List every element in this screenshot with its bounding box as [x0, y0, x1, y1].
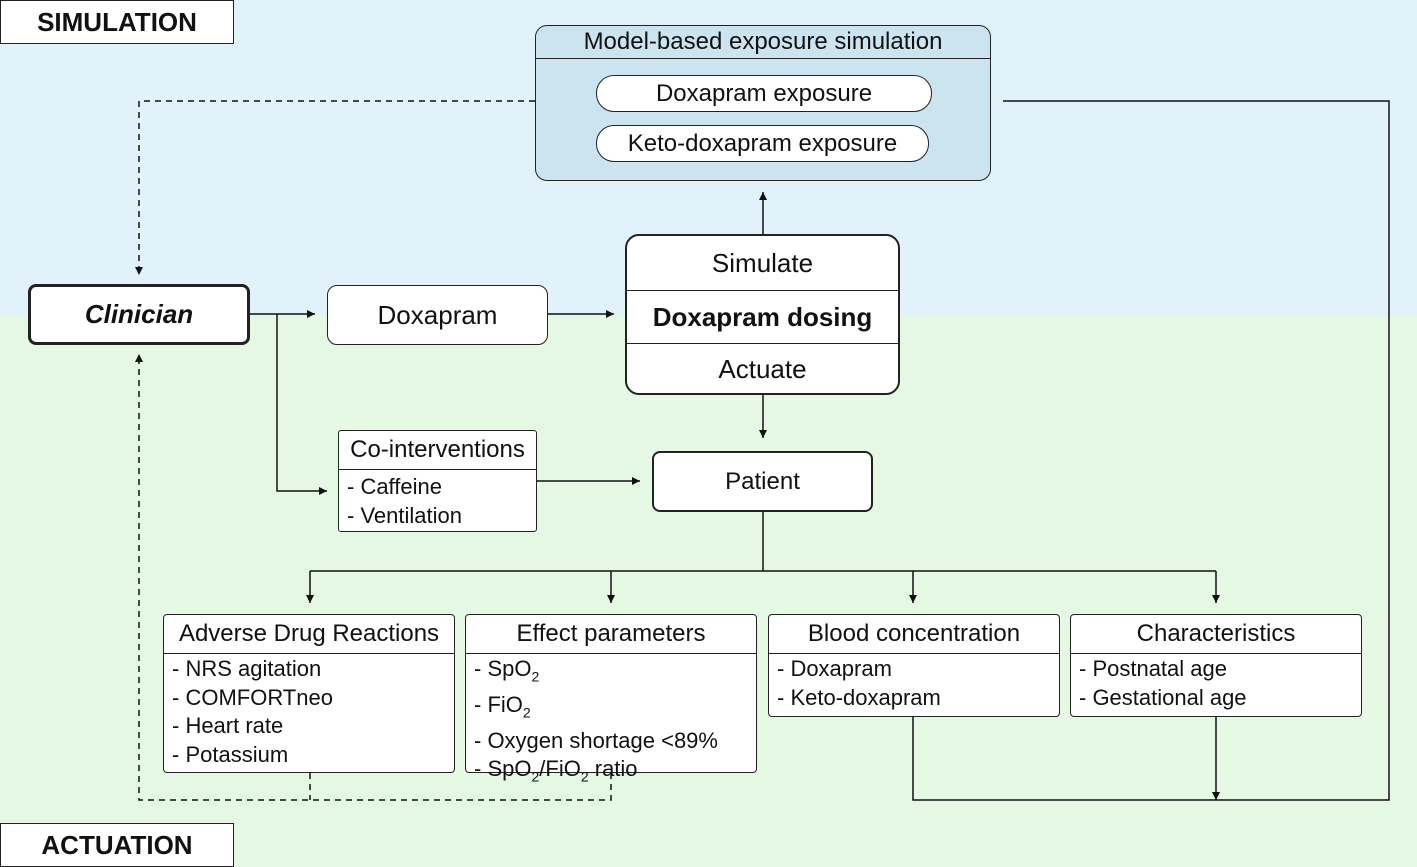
adverse-reactions-title: Adverse Drug Reactions [164, 615, 454, 654]
dashed-arrow-simulation-to-clinician [135, 100, 535, 275]
effect-item-spo2-text: - SpO [474, 656, 532, 681]
subscript: 2 [580, 768, 589, 785]
effect-item-fio2: - FiO2 [466, 691, 756, 727]
blood-item: - Keto-doxapram [777, 684, 941, 710]
dosing-title: Doxapram dosing [627, 290, 898, 344]
patient-box: Patient [652, 451, 873, 512]
clinician-label: Clinician [84, 299, 194, 329]
subscript: 2 [531, 768, 540, 785]
co-intervention-caffeine: - Caffeine [347, 474, 442, 499]
characteristics-item: - Postnatal age [1079, 656, 1227, 681]
adverse-item: - Potassium [172, 741, 289, 767]
characteristics-title: Characteristics [1071, 615, 1361, 654]
blood-item: - Doxapram [777, 656, 892, 681]
adverse-reactions-box: Adverse Drug Reactions - NRS agitation -… [163, 614, 455, 773]
co-interventions-box: Co-interventions - Caffeine - Ventilatio… [338, 430, 537, 532]
effect-item-oxygen-shortage: - Oxygen shortage <89% [474, 727, 718, 753]
simulation-zone-label: SIMULATION [0, 0, 234, 44]
adverse-item: - Heart rate [172, 713, 284, 738]
doxapram-box: Doxapram [327, 285, 548, 345]
doxapram-exposure-item: Doxapram exposure [596, 75, 932, 112]
subscript: 2 [531, 668, 540, 685]
arrow-clinician-to-cointerventions [276, 314, 327, 495]
characteristics-item: - Gestational age [1079, 684, 1247, 710]
dosing-simulate-label: Simulate [711, 247, 814, 278]
blood-concentration-title: Blood concentration [769, 615, 1059, 654]
dosing-actuate-label: Actuate [718, 353, 807, 384]
actuation-zone-label: ACTUATION [0, 823, 234, 867]
effect-item-ratio: - SpO2/FiO2 ratio [466, 755, 756, 791]
simulation-box-title: Model-based exposure simulation [536, 26, 990, 59]
adverse-item: - COMFORTneo [172, 684, 333, 710]
dosing-box: Simulate Doxapram dosing Actuate [625, 234, 900, 395]
dashed-arrow-outcomes-to-clinician [139, 354, 612, 801]
keto-doxapram-exposure-item: Keto-doxapram exposure [596, 125, 929, 162]
actuation-zone-background [0, 315, 1417, 867]
co-interventions-title: Co-interventions [339, 431, 536, 470]
blood-concentration-box: Blood concentration - Doxapram - Keto-do… [768, 614, 1060, 717]
effect-parameters-title: Effect parameters [466, 615, 756, 654]
adverse-item: - NRS agitation [172, 656, 322, 681]
effect-item-fio2-text: - FiO [474, 691, 523, 717]
ratio-text-sep: /FiO [539, 756, 581, 782]
subscript: 2 [522, 704, 531, 721]
characteristics-box: Characteristics - Postnatal age - Gestat… [1070, 614, 1362, 717]
ratio-text-suffix: ratio [588, 756, 638, 782]
ratio-text-a: - SpO [474, 756, 532, 782]
patient-branch-line [310, 511, 1216, 572]
arrow-feedback-to-simulation [912, 100, 1390, 800]
clinician-box: Clinician [28, 284, 250, 345]
co-intervention-ventilation: - Ventilation [347, 502, 462, 528]
effect-item-spo2: - SpO2 [466, 655, 756, 691]
effect-parameters-box: Effect parameters - SpO2 - FiO2 - Oxygen… [465, 614, 757, 785]
